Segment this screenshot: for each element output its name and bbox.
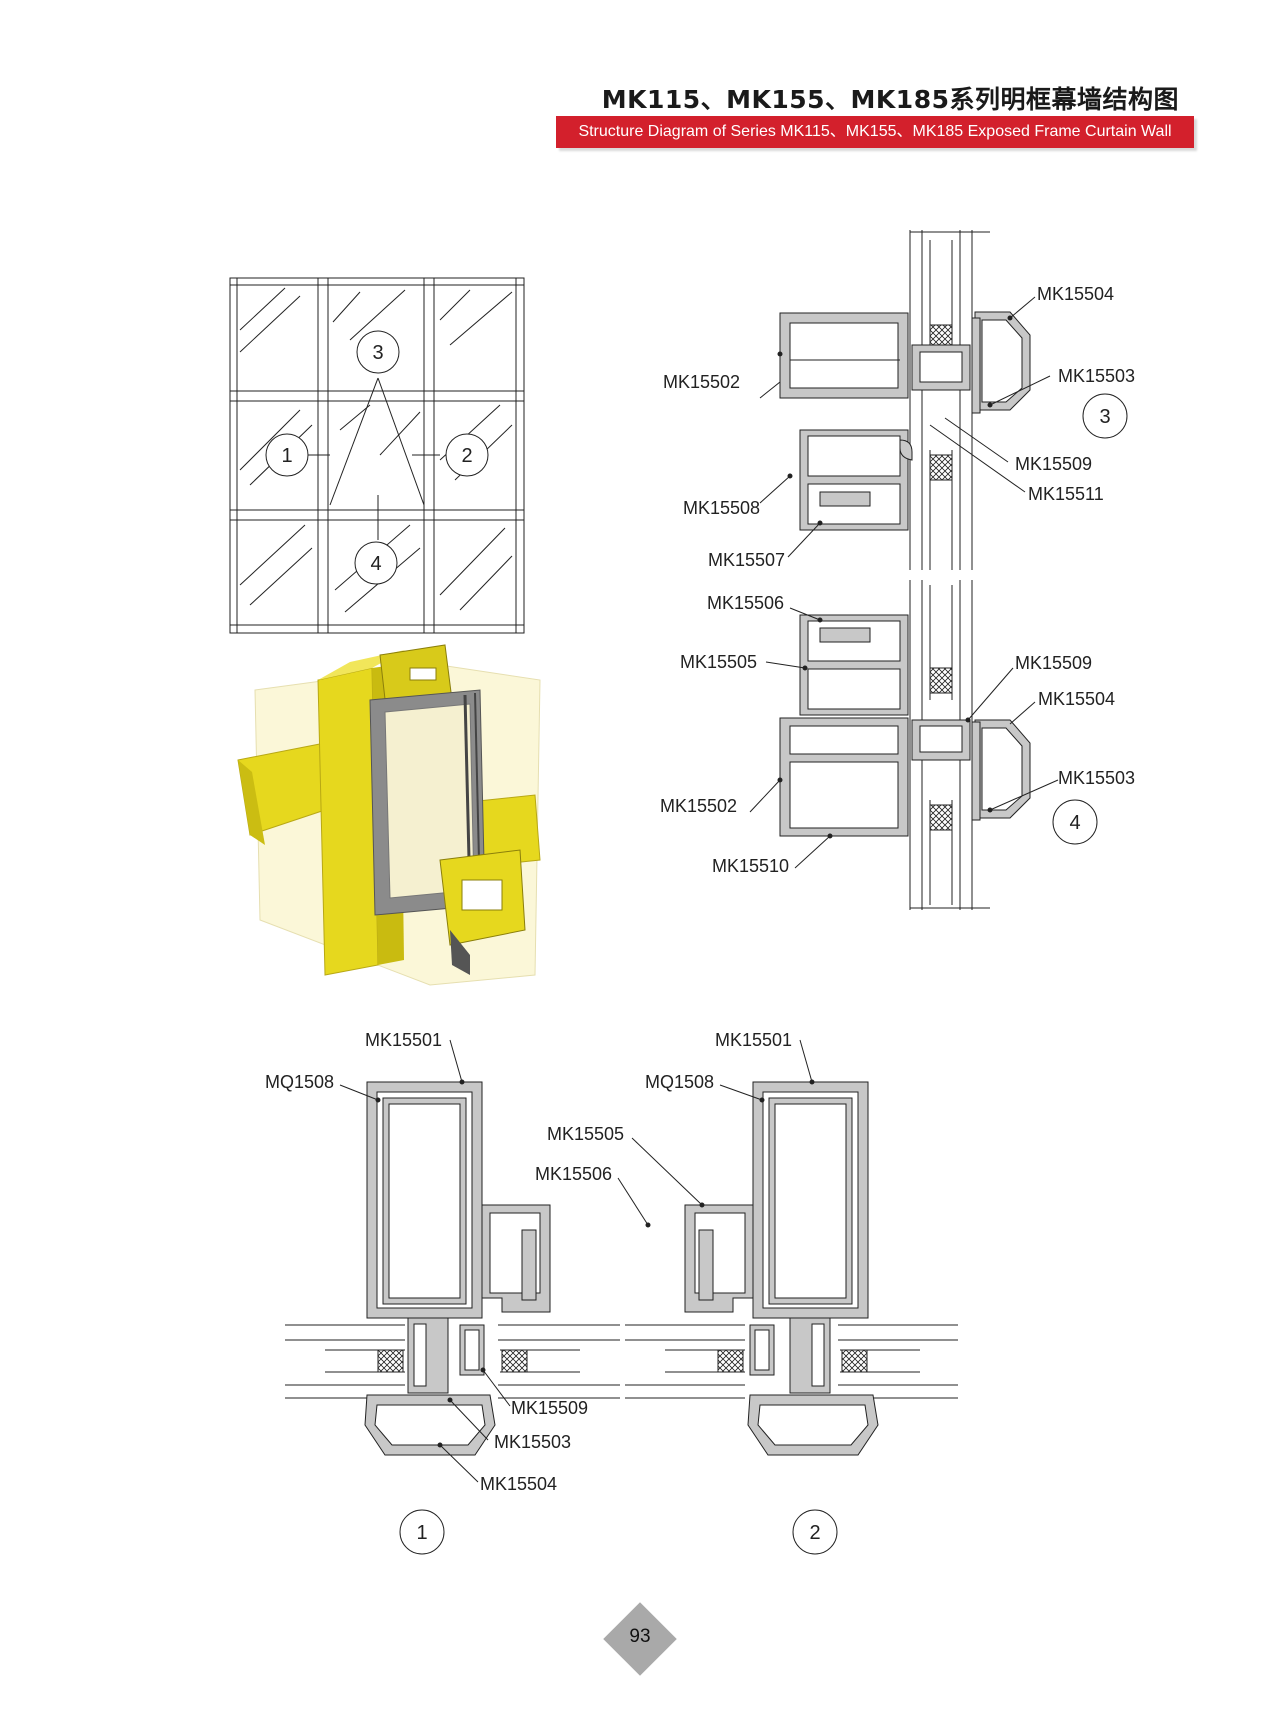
section-1-drawing xyxy=(285,1081,620,1456)
section-4-label-mk15509: MK15509 xyxy=(1015,653,1092,673)
section-1-marker-circle xyxy=(399,1509,445,1555)
section-3-label-mk15507: MK15507 xyxy=(708,550,785,570)
section-2-label-mk15505: MK15505 xyxy=(547,1124,624,1144)
section-1-marker: 1 xyxy=(416,1522,427,1544)
section-4-marker: 4 xyxy=(1069,812,1080,834)
page-number: 93 xyxy=(629,1626,651,1647)
section-2-label-mk15506: MK15506 xyxy=(535,1164,612,1184)
elevation-marker-3: 3 xyxy=(372,342,383,364)
section-3-label-mk15509: MK15509 xyxy=(1015,454,1092,474)
section-3-label-mk15503: MK15503 xyxy=(1058,366,1135,386)
page-title-english-banner: Structure Diagram of Series MK115、MK155、… xyxy=(556,116,1194,148)
section-1-label-mk15501: MK15501 xyxy=(365,1030,442,1050)
section-1-label-mq1508: MQ1508 xyxy=(265,1072,334,1092)
section-2-drawing xyxy=(625,1081,958,1456)
section-3-marker-circle xyxy=(1082,393,1128,439)
section-3-label-mk15502: MK15502 xyxy=(663,372,740,392)
profile-3d-render xyxy=(237,644,541,986)
elevation-marker-1: 1 xyxy=(281,445,292,467)
section-2-label-mk15501: MK15501 xyxy=(715,1030,792,1050)
page-title-chinese: MK115、MK155、MK185系列明框幕墙结构图 xyxy=(601,85,1179,114)
section-3-drawing xyxy=(779,230,1031,570)
section-2-label-mq1508: MQ1508 xyxy=(645,1072,714,1092)
section-1-label-mk15504: MK15504 xyxy=(480,1474,557,1494)
section-1-labels xyxy=(339,1039,511,1483)
elevation-diagram xyxy=(229,277,525,634)
section-4-label-mk15503: MK15503 xyxy=(1058,768,1135,788)
section-1-label-mk15503: MK15503 xyxy=(494,1432,571,1452)
section-3-labels xyxy=(759,296,1051,558)
section-2-marker: 2 xyxy=(809,1522,820,1544)
section-4-label-mk15506: MK15506 xyxy=(707,593,784,613)
section-2-labels xyxy=(617,1039,815,1228)
section-1-label-mk15509: MK15509 xyxy=(511,1398,588,1418)
section-4-marker-circle xyxy=(1052,799,1098,845)
section-2-marker-circle xyxy=(792,1509,838,1555)
section-3-label-mk15511: MK15511 xyxy=(1028,484,1104,504)
elevation-markers: 3 1 2 4 xyxy=(265,330,489,585)
section-4-label-mk15505: MK15505 xyxy=(680,652,757,672)
section-4-label-mk15502: MK15502 xyxy=(660,796,737,816)
section-4-label-mk15510: MK15510 xyxy=(712,856,789,876)
section-3-label-mk15508: MK15508 xyxy=(683,498,760,518)
elevation-marker-4: 4 xyxy=(370,553,381,575)
section-4-drawing xyxy=(779,580,1031,910)
section-4-labels xyxy=(749,607,1059,869)
section-3-marker: 3 xyxy=(1099,406,1110,428)
section-4-label-mk15504: MK15504 xyxy=(1038,689,1115,709)
section-3-label-mk15504: MK15504 xyxy=(1037,284,1114,304)
elevation-marker-2: 2 xyxy=(461,445,472,467)
